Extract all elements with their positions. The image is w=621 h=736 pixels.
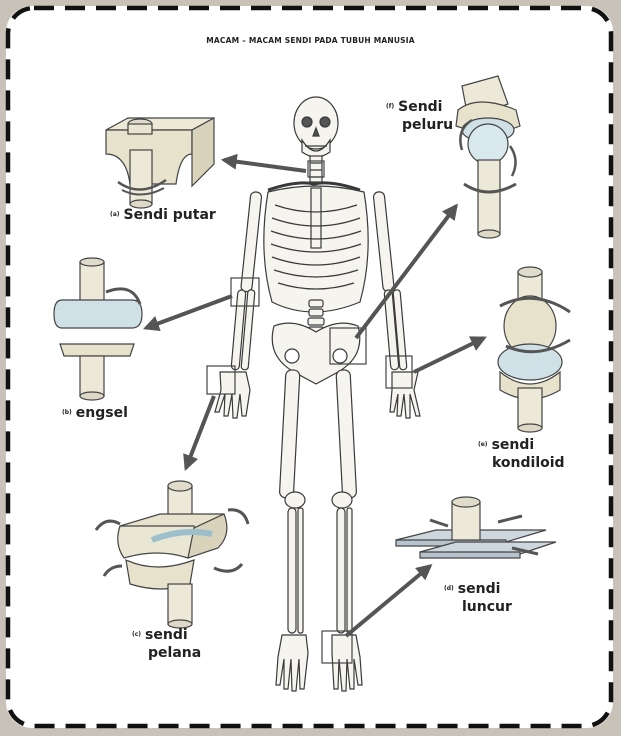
label-kondiloid-line2: kondiloid	[478, 455, 565, 471]
marker-a: (a)	[110, 211, 120, 218]
label-putar-text: Sendi putar	[124, 207, 216, 223]
label-sendi-luncur: (d) sendi luncur	[444, 580, 512, 616]
label-sendi-kondiloid: (e) sendi kondiloid	[478, 436, 565, 472]
gliding-joint-illustration	[396, 497, 556, 558]
arrow-putar	[224, 160, 306, 171]
arrow-pelana	[186, 396, 214, 468]
label-pelana-line1: sendi	[145, 627, 188, 643]
label-engsel: (b) engsel	[62, 404, 128, 422]
pivot-joint-illustration	[106, 118, 214, 208]
label-sendi-pelana: (c) sendi pelana	[132, 626, 201, 662]
label-sendi-putar: (a) Sendi putar	[110, 206, 216, 224]
marker-c: (c)	[132, 631, 141, 638]
saddle-joint-illustration	[96, 481, 248, 628]
arrow-kondiloid	[414, 338, 484, 372]
skull	[294, 97, 338, 149]
marker-b: (b)	[62, 409, 72, 416]
marker-e: (e)	[478, 441, 488, 448]
marker-d: (d)	[444, 585, 454, 592]
arrow-peluru	[356, 206, 456, 338]
diagram-title: MACAM – MACAM SENDI PADA TUBUH MANUSIA	[0, 36, 621, 45]
label-luncur-line1: sendi	[458, 581, 501, 597]
hinge-joint-illustration	[54, 258, 142, 400]
label-engsel-text: engsel	[76, 405, 128, 421]
label-peluru-line1: Sendi	[398, 99, 442, 115]
condyloid-joint-illustration	[498, 267, 570, 432]
label-sendi-peluru: (f) Sendi peluru	[386, 98, 453, 134]
arrow-engsel	[146, 296, 232, 328]
ball-socket-illustration	[456, 76, 520, 238]
label-peluru-line2: peluru	[386, 117, 453, 133]
label-kondiloid-line1: sendi	[492, 437, 535, 453]
marker-f: (f)	[386, 103, 394, 110]
label-luncur-line2: luncur	[444, 599, 512, 615]
arrow-luncur	[346, 566, 430, 636]
label-pelana-line2: pelana	[132, 645, 201, 661]
